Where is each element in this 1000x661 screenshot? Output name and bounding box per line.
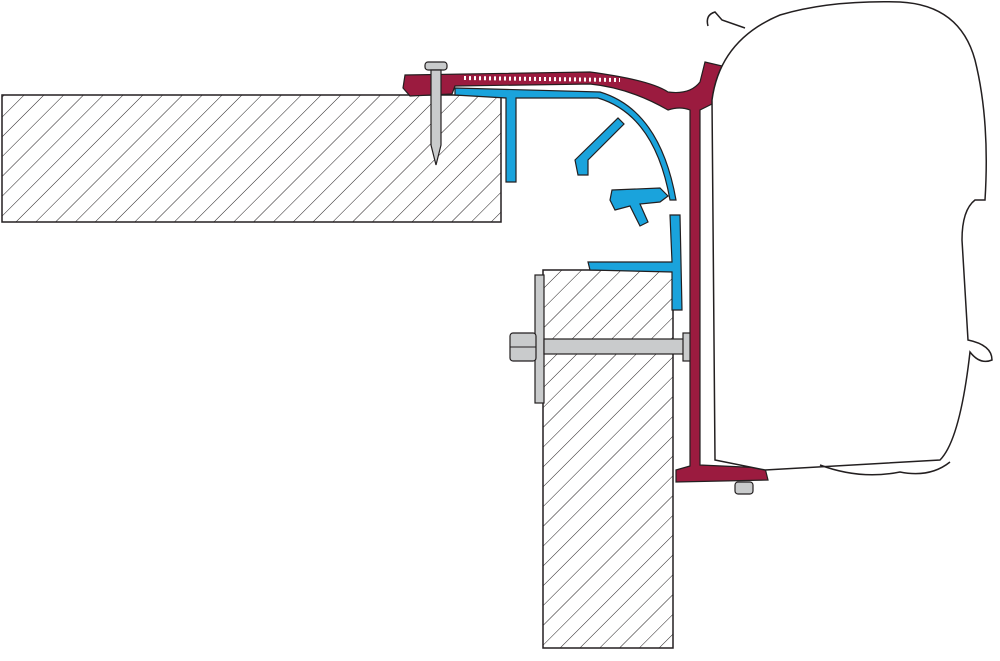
bottom-screw-icon [734, 481, 754, 495]
rail-profile [454, 87, 683, 311]
side-wall-section [542, 269, 674, 649]
screw-icon [424, 61, 448, 166]
roof-wall-section [1, 94, 502, 223]
awning-cassette [706, 1, 993, 476]
